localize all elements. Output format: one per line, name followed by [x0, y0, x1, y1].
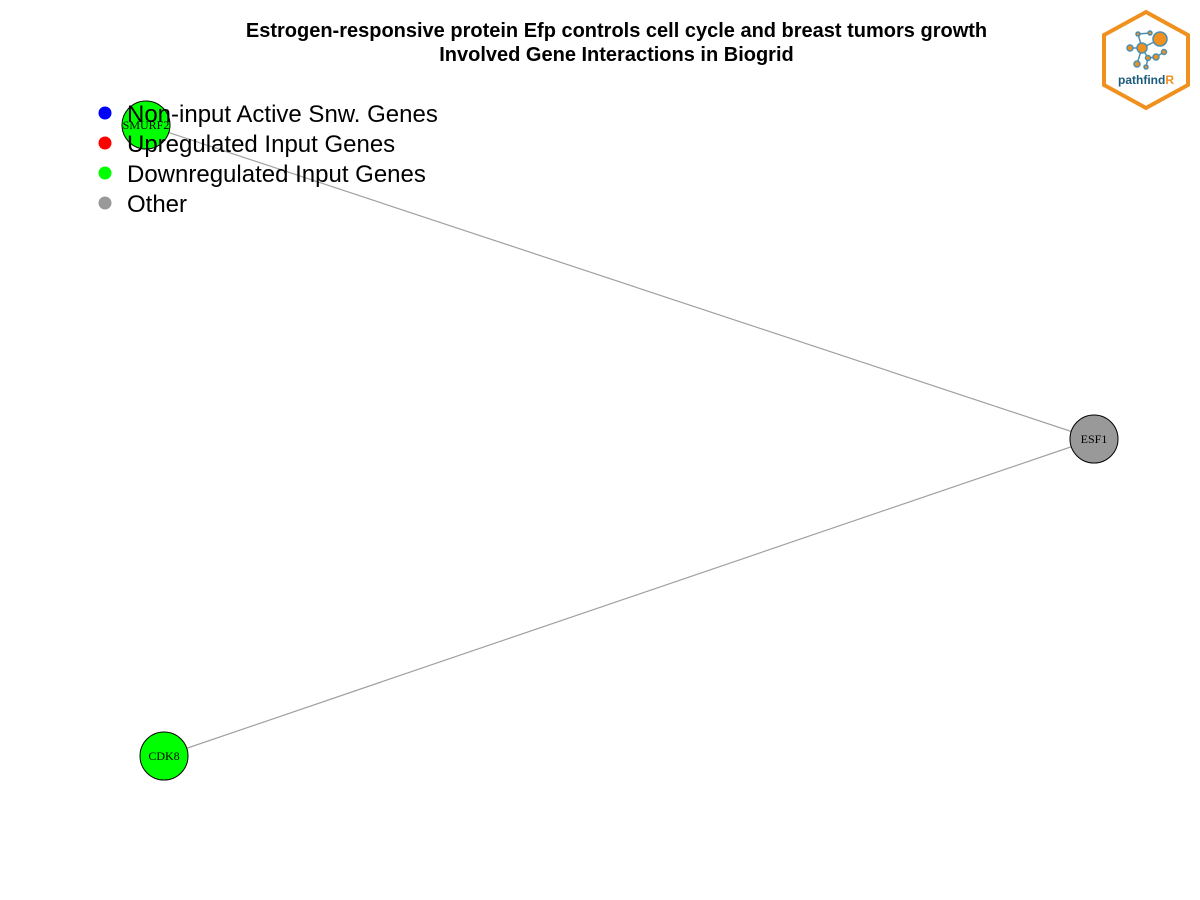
- legend-swatch: [98, 106, 112, 120]
- pathfindr-logo: pathfindR: [1102, 9, 1190, 111]
- legend-swatch: [98, 196, 112, 210]
- edge-esf1-cdk8: [163, 438, 1095, 757]
- legend-item: Upregulated Input Genes: [98, 131, 395, 158]
- legend-item: Downregulated Input Genes: [98, 161, 426, 188]
- node-label: ESF1: [1081, 432, 1108, 446]
- logo-network-icon: [1126, 30, 1168, 70]
- logo-text: pathfindR: [1118, 73, 1174, 87]
- edge-smurf2-esf1: [145, 124, 1095, 440]
- legend-label: Downregulated Input Genes: [127, 161, 426, 188]
- node-smurf2[interactable]: SMURF2: [121, 100, 171, 150]
- node-circle: [139, 731, 189, 781]
- legend-label: Upregulated Input Genes: [127, 131, 395, 158]
- legend-label: Non-input Active Snw. Genes: [127, 101, 438, 128]
- legend-item: Other: [98, 191, 187, 218]
- node-esf1[interactable]: ESF1: [1069, 414, 1119, 464]
- legend-label: Other: [127, 191, 187, 218]
- legend-swatch: [98, 136, 112, 150]
- node-cdk8[interactable]: CDK8: [139, 731, 189, 781]
- legend-swatch: [98, 166, 112, 180]
- node-label: CDK8: [148, 749, 179, 763]
- node-circle: [121, 100, 171, 150]
- chart-title: Estrogen-responsive protein Efp controls…: [245, 20, 988, 42]
- edges-layer: [145, 124, 1095, 757]
- chart-subtitle: Involved Gene Interactions in Biogrid: [439, 44, 794, 66]
- node-label: SMURF2: [123, 118, 170, 132]
- legend-item: Non-input Active Snw. Genes: [98, 101, 438, 128]
- node-circle: [1069, 414, 1119, 464]
